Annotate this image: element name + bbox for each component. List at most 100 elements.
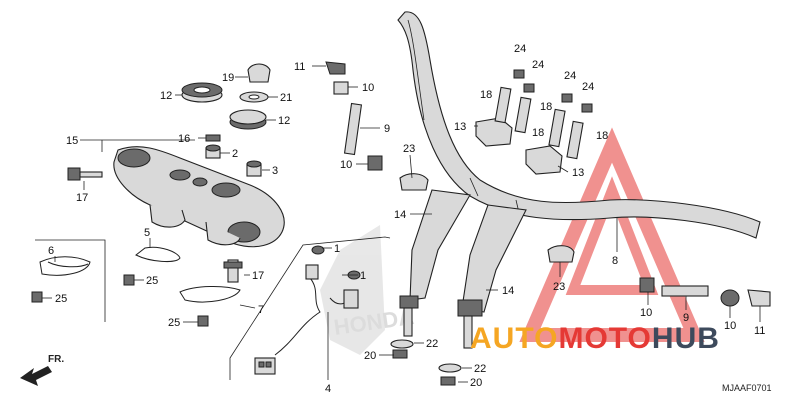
callout-13-left: 13 [454, 121, 466, 133]
front-arrow-label: FR. [48, 354, 64, 365]
callout-24-c: 24 [564, 70, 576, 82]
callout-17-lower: 17 [252, 270, 264, 282]
callout-24-a: 24 [514, 43, 526, 55]
clip-23-left [399, 173, 429, 191]
holder-10-top [333, 81, 349, 95]
watermark-auto: AUTO [470, 322, 558, 355]
callout-10-right-a: 10 [640, 307, 652, 319]
wire-clip-5 [135, 246, 181, 263]
callout-25-c: 25 [168, 317, 180, 329]
holder-10-right-b [720, 289, 740, 307]
nut-24-d [581, 103, 593, 113]
wiring-harness-4 [254, 264, 359, 375]
callout-11-left: 11 [294, 61, 305, 73]
holder-10-right-a [639, 277, 655, 293]
callout-18-b: 18 [540, 101, 552, 113]
nut-24-a [513, 69, 525, 79]
bolt-18-c [548, 108, 566, 148]
svg-text:AUTOMOTOHUB: AUTOMOTOHUB [470, 322, 720, 355]
callout-15: 15 [66, 135, 78, 147]
cap-19 [247, 63, 271, 83]
weight-9-right [661, 285, 709, 297]
callout-10-bottom: 10 [340, 159, 352, 171]
nut-20-left [392, 349, 408, 359]
callout-14-right: 14 [502, 285, 514, 297]
callout-18-d: 18 [596, 130, 608, 142]
callout-6: 6 [48, 245, 54, 257]
callout-12-right: 12 [278, 115, 290, 127]
callout-9-right: 9 [683, 312, 689, 324]
handlebar-holder-14-left [399, 189, 471, 337]
callout-17-left: 17 [76, 192, 88, 204]
clip-23-right [547, 245, 575, 263]
callout-13-right: 13 [572, 167, 584, 179]
washer-22-right [438, 363, 462, 373]
callout-12-left: 12 [160, 90, 172, 102]
steering-top-bridge [113, 146, 285, 248]
nut-24-c [561, 93, 573, 103]
bushing-2 [205, 144, 221, 159]
washer-22-left [390, 339, 414, 349]
callout-3: 3 [272, 165, 278, 177]
callout-22-left: 22 [426, 338, 438, 350]
callout-16: 16 [178, 133, 190, 145]
callout-21: 21 [280, 92, 292, 104]
handlebar-holder-14-right [457, 204, 527, 349]
callout-2: 2 [232, 148, 238, 160]
bolt-18-a [494, 86, 512, 124]
callout-25-a: 25 [55, 293, 67, 305]
callout-4: 4 [325, 383, 331, 395]
front-direction-arrow: FR. [20, 354, 64, 386]
callout-18-a: 18 [480, 89, 492, 101]
diagram-code: MJAAF0701 [722, 383, 772, 393]
upper-holder-13-left [475, 117, 513, 147]
upper-holder-13-right [525, 145, 563, 175]
holder-10-bottom [367, 155, 383, 171]
callout-9-left: 9 [384, 123, 390, 135]
callout-8: 8 [612, 255, 618, 267]
end-weight-11-left [325, 61, 346, 75]
callout-23-left: 23 [403, 143, 415, 155]
seal-12-right [229, 109, 267, 130]
callout-14-left: 14 [394, 209, 406, 221]
callout-1-b: 1 [360, 270, 366, 282]
bolt-25-b [123, 274, 135, 286]
watermark-logo-triangle [519, 127, 705, 342]
callout-18-c: 18 [532, 127, 544, 139]
watermark-text: AUTOMOTOHUB [470, 322, 720, 355]
bolt-25-c [197, 315, 209, 327]
end-weight-11-right [747, 289, 771, 307]
callout-24-b: 24 [532, 59, 544, 71]
bushing-3 [246, 160, 262, 177]
callout-22-right: 22 [474, 363, 486, 375]
callout-24-d: 24 [582, 81, 594, 93]
bolt-17-lower [223, 259, 243, 283]
bolt-18-d [566, 120, 584, 160]
wire-clip-7 [179, 286, 241, 303]
seal-12-left [181, 82, 223, 103]
wire-clip-6 [39, 256, 91, 276]
callout-5: 5 [144, 227, 150, 239]
nut-24-b [523, 83, 535, 93]
bolt-17-left [67, 167, 103, 181]
bolt-25-a [31, 291, 43, 303]
bolt-18-b [514, 96, 532, 134]
callout-20-right: 20 [470, 377, 482, 389]
callout-19: 19 [222, 72, 234, 84]
callout-7: 7 [258, 304, 264, 316]
watermark-moto: MOTO [558, 322, 651, 355]
washer-21 [239, 91, 269, 103]
weight-9-left [343, 102, 363, 156]
callout-labels: 15 16 2 3 12 19 21 12 17 17 5 6 7 25 25 … [48, 43, 765, 395]
watermark-hub: HUB [652, 322, 720, 355]
callout-20-left: 20 [364, 350, 376, 362]
callout-10-top: 10 [362, 82, 374, 94]
callout-25-b: 25 [146, 275, 158, 287]
callout-23-right: 23 [553, 281, 565, 293]
clamp-1-a [311, 245, 325, 255]
leader-lines [42, 65, 761, 383]
nut-20-right [440, 376, 456, 386]
callout-1-a: 1 [334, 243, 340, 255]
clip-16 [205, 134, 221, 142]
